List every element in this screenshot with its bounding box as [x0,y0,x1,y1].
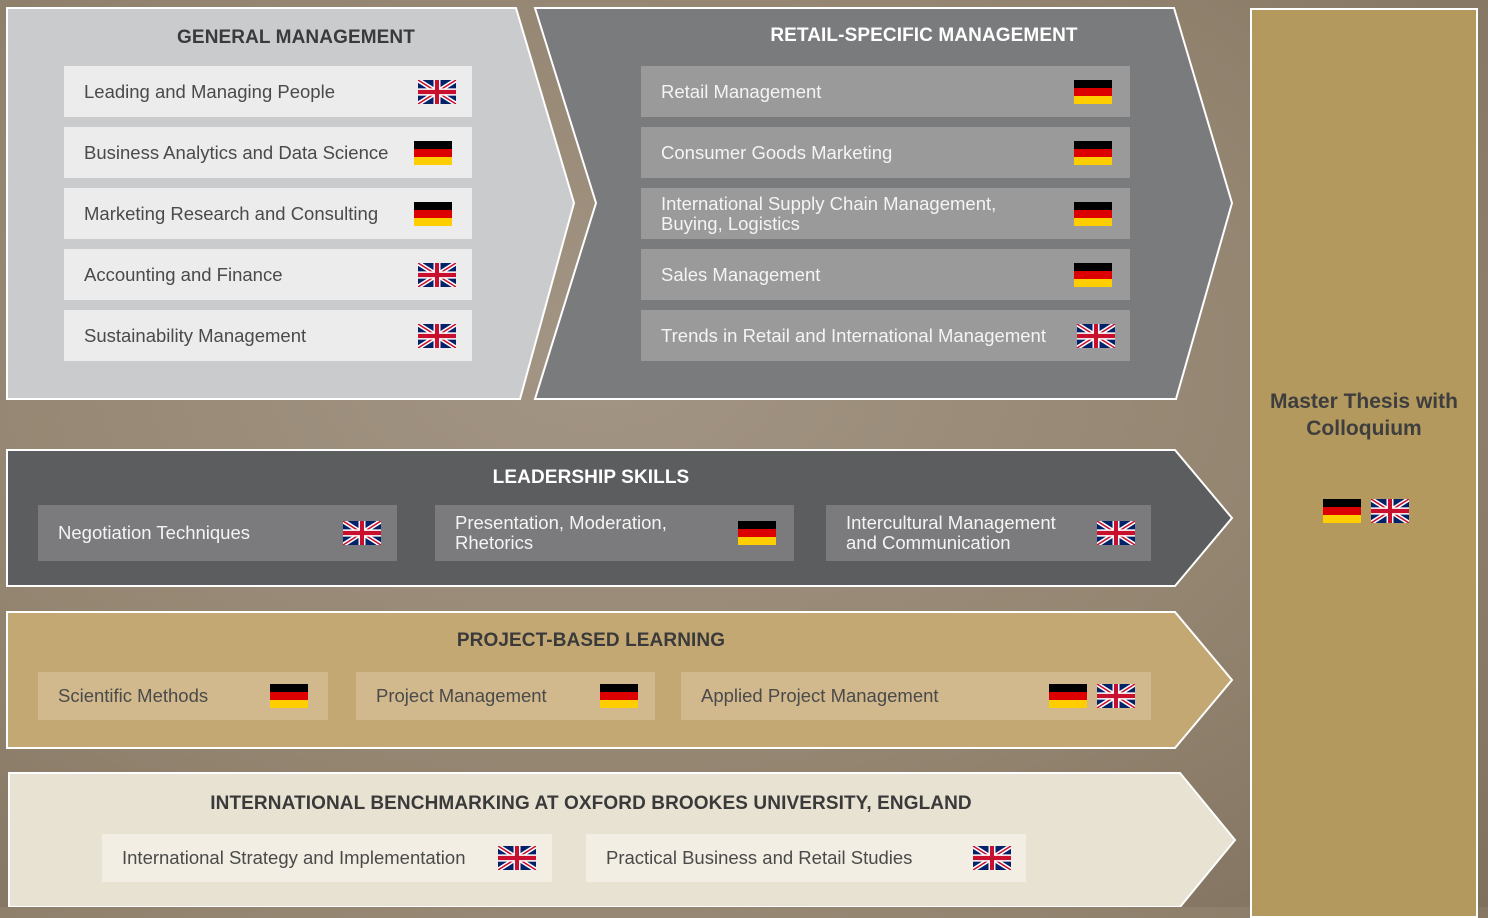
course-practical-business: Practical Business and Retail Studies [586,834,1026,882]
course-accounting-finance: Accounting and Finance [64,249,472,300]
germany-flag-icon [1049,684,1087,708]
uk-flag-icon [1371,499,1409,523]
course-label: International Strategy and Implementatio… [122,847,466,868]
course-project-management: Project Management [356,672,655,720]
germany-flag-icon [600,684,638,708]
course-international-strategy: International Strategy and Implementatio… [102,834,552,882]
course-label: Project Management [376,685,547,706]
uk-flag-icon [418,262,456,287]
course-trends-in-retail: Trends in Retail and International Manag… [641,310,1130,361]
course-label: Scientific Methods [58,685,209,706]
course-intercultural-management: Intercultural Management and Communicati… [826,505,1151,561]
uk-flag-icon [1097,684,1135,708]
course-label: Marketing Research and Consulting [84,202,379,224]
uk-flag-icon [973,846,1011,870]
uk-flag-icon [1077,323,1115,348]
course-label: Negotiation Techniques [58,522,250,543]
course-label: Business Analytics and Data Science [84,141,389,163]
germany-flag-icon [270,684,308,708]
course-business-analytics: Business Analytics and Data Science [64,127,472,178]
master-thesis-title: Master Thesis with Colloquium [1270,390,1458,440]
course-sustainability-management: Sustainability Management [64,310,472,361]
course-supply-chain-management: International Supply Chain Management, B… [641,188,1130,239]
course-sales-management: Sales Management [641,249,1130,300]
course-label: Consumer Goods Marketing [661,141,893,163]
international-benchmarking-title: INTERNATIONAL BENCHMARKING AT OXFORD BRO… [210,793,972,814]
leadership-title: LEADERSHIP SKILLS [492,467,690,488]
course-presentation-moderation: Presentation, Moderation, Rhetorics [435,505,794,561]
course-label: Retail Management [661,80,822,102]
course-leading-managing-people: Leading and Managing People [64,66,472,117]
course-label: Trends in Retail and International Manag… [661,324,1046,346]
course-scientific-methods: Scientific Methods [38,672,328,720]
course-label: Sustainability Management [84,324,307,346]
project-learning-title: PROJECT-BASED LEARNING [456,630,726,651]
uk-flag-icon [418,323,456,348]
course-label: Leading and Managing People [84,80,335,102]
course-negotiation-techniques: Negotiation Techniques [38,505,397,561]
course-label: Accounting and Finance [84,263,283,285]
course-label: Practical Business and Retail Studies [606,847,913,868]
retail-management-title: RETAIL-SPECIFIC MANAGEMENT [770,25,1078,46]
germany-flag-icon [1074,262,1112,287]
course-label: Presentation, Moderation, Rhetorics [455,512,667,553]
course-label: Sales Management [661,263,821,285]
course-label: International Supply Chain Management, B… [661,192,997,234]
germany-flag-icon [414,140,452,165]
uk-flag-icon [418,79,456,104]
germany-flag-icon [414,201,452,226]
uk-flag-icon [1097,521,1135,545]
uk-flag-icon [498,846,536,870]
course-marketing-research: Marketing Research and Consulting [64,188,472,239]
master-thesis-panel: Master Thesis with Colloquium [1250,8,1478,918]
germany-flag-icon [1074,201,1112,226]
germany-flag-icon [1074,140,1112,165]
course-consumer-goods-marketing: Consumer Goods Marketing [641,127,1130,178]
general-management-title: GENERAL MANAGEMENT [177,27,415,48]
course-label: Intercultural Management and Communicati… [846,512,1056,553]
germany-flag-icon [1074,79,1112,104]
germany-flag-icon [738,521,776,545]
course-applied-project-management: Applied Project Management [681,672,1151,720]
germany-flag-icon [1323,499,1361,523]
course-retail-management: Retail Management [641,66,1130,117]
uk-flag-icon [343,521,381,545]
course-label: Applied Project Management [701,685,939,706]
